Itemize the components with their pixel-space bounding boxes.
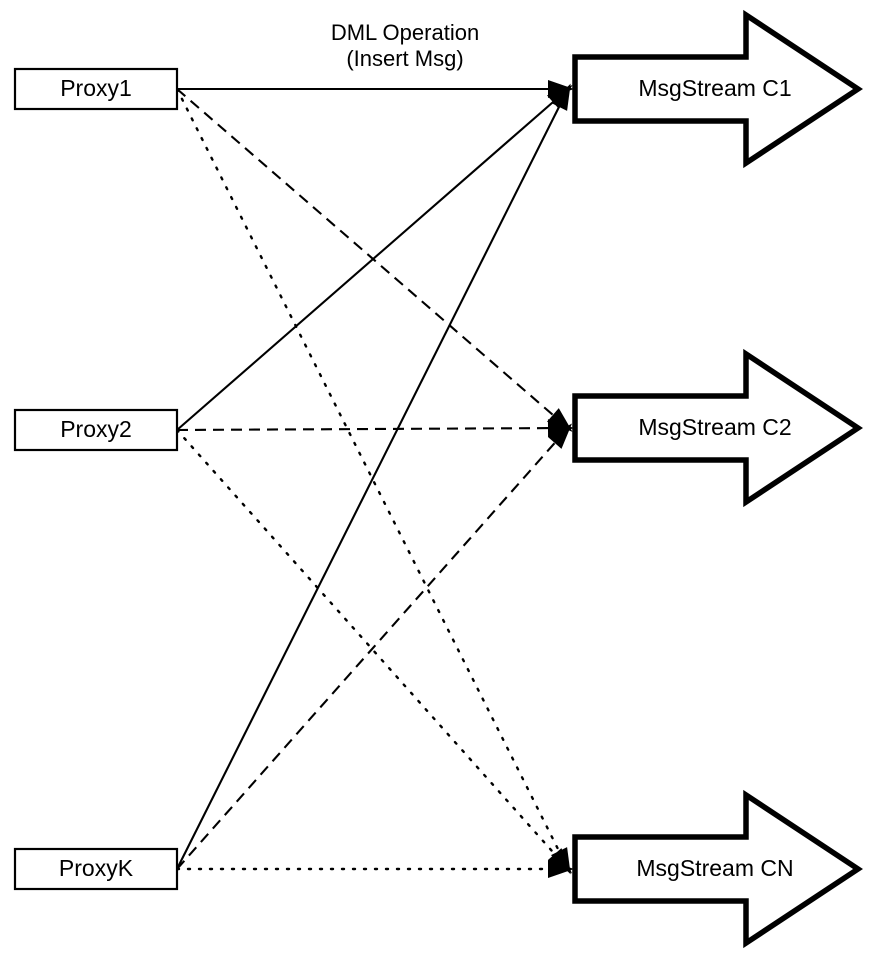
proxy-label-proxy2: Proxy2 [60, 416, 132, 442]
streams-layer: MsgStream C1 MsgStream C2 MsgStream CN [572, 9, 863, 949]
stream-arrow-shape-msgstream-c1 [572, 9, 863, 169]
stream-node-msgstream-c2[interactable]: MsgStream C2 [572, 348, 863, 508]
proxy-node-proxyk[interactable]: ProxyK [13, 847, 179, 891]
stream-label-msgstream-c2: MsgStream C2 [638, 414, 791, 440]
arrowhead-proxy2-to-c2 [547, 419, 574, 438]
arrowhead-proxyk-to-c1 [550, 83, 571, 111]
connector-proxyk-to-c1 [176, 88, 569, 870]
proxy-node-proxy1[interactable]: Proxy1 [13, 67, 179, 111]
edge-annotation: DML Operation (Insert Msg) [331, 20, 479, 71]
stream-node-msgstream-c1[interactable]: MsgStream C1 [572, 9, 863, 169]
proxy-box-proxy1 [13, 67, 179, 111]
annotation-line-2: (Insert Msg) [346, 46, 463, 71]
stream-node-msgstream-cn[interactable]: MsgStream CN [572, 789, 863, 949]
connector-proxy2-to-cn [175, 428, 570, 871]
annotation-line-1: DML Operation [331, 20, 479, 45]
stream-arrow-shape-msgstream-c2 [572, 348, 863, 508]
connections-layer [175, 87, 570, 871]
stream-label-msgstream-cn: MsgStream CN [636, 855, 793, 881]
stream-label-msgstream-c1: MsgStream C1 [638, 75, 791, 101]
connector-proxy2-to-c2 [176, 426, 569, 432]
arrowhead-proxyk-to-c2 [547, 423, 572, 449]
proxy-box-proxyk [13, 847, 179, 891]
connector-proxy2-to-c1 [176, 88, 569, 431]
proxy-label-proxy1: Proxy1 [60, 75, 132, 101]
proxy-box-proxy2 [13, 408, 179, 452]
arrowheads-layer [546, 80, 574, 878]
arrowhead-proxyk-to-cn [548, 860, 574, 878]
proxy-node-proxy2[interactable]: Proxy2 [13, 408, 179, 452]
connector-proxyk-to-c2 [176, 427, 569, 870]
proxy-label-proxyk: ProxyK [59, 855, 134, 881]
connector-proxy1-to-cn [175, 87, 570, 871]
stream-arrow-shape-msgstream-cn [572, 789, 863, 949]
